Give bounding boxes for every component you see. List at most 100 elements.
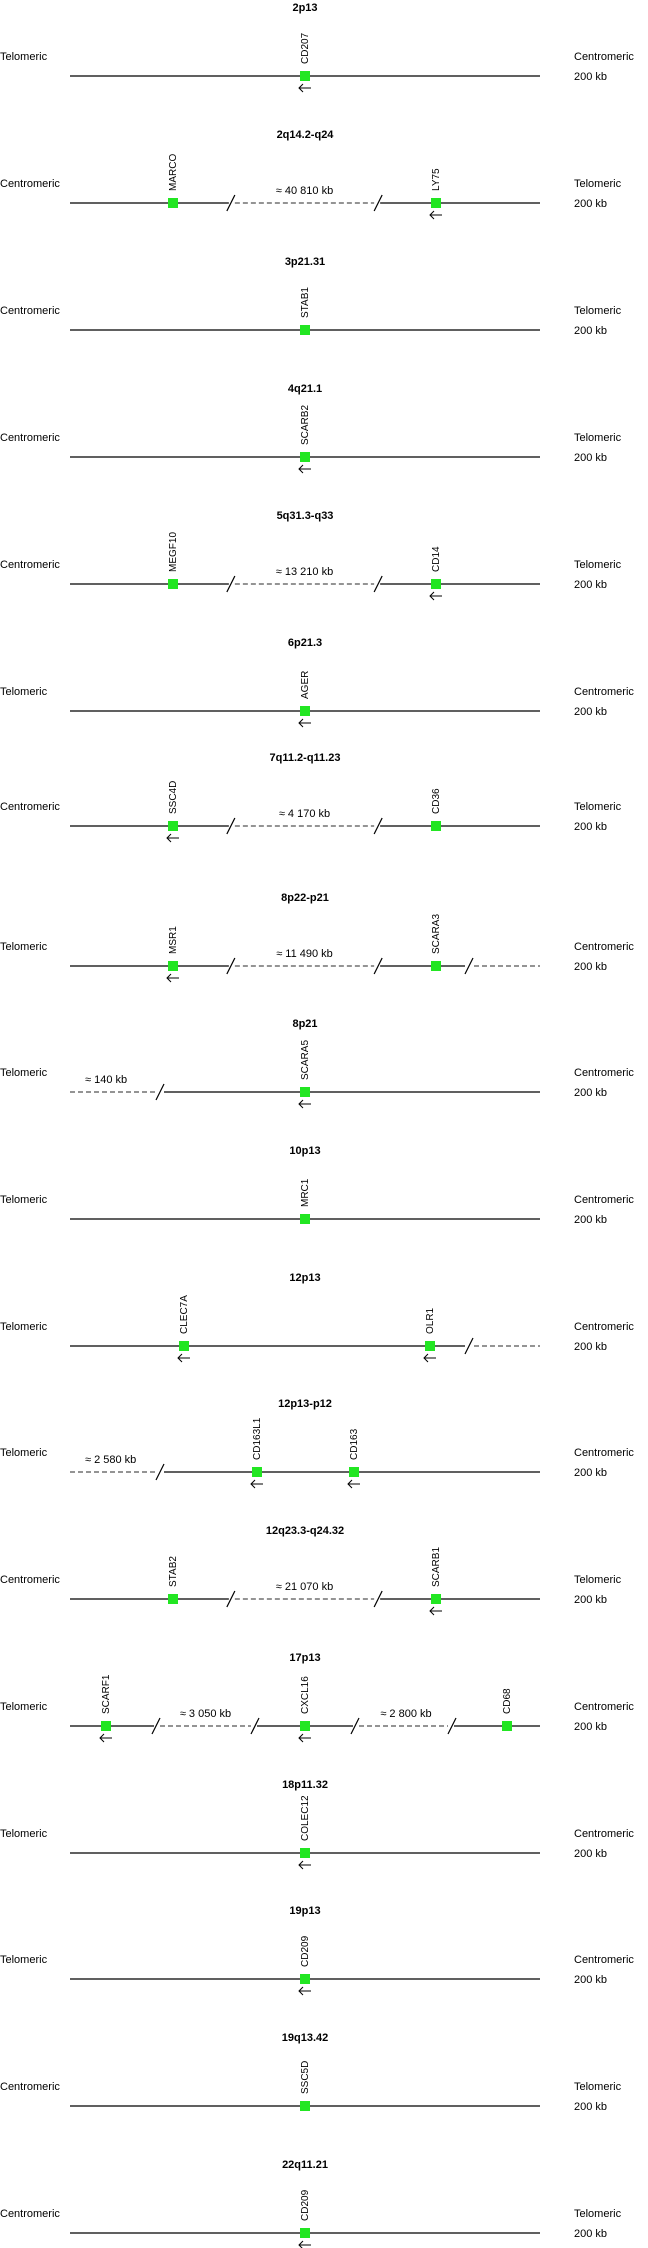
gene-marker <box>431 198 441 208</box>
gene-marker <box>168 821 178 831</box>
scale-label: 200 kb <box>574 1594 607 1606</box>
gene-label: CD163L1 <box>252 1417 263 1460</box>
locus-title: 12q23.3-q24.32 <box>266 1525 344 1537</box>
gene-label: CLEC7A <box>179 1295 190 1334</box>
gene-label: CXCL16 <box>300 1676 311 1714</box>
left-orientation-label: Centromeric <box>0 432 60 444</box>
strand-arrow-icon <box>347 1479 360 1489</box>
right-orientation-label: Centromeric <box>574 1447 634 1459</box>
gene-marker <box>300 2101 310 2111</box>
gene-marker <box>425 1341 435 1351</box>
gene-marker <box>502 1721 512 1731</box>
gene-marker <box>300 1848 310 1858</box>
gap-distance-label: ≈ 21 070 kb <box>276 1581 333 1593</box>
strand-arrow-icon <box>429 591 442 601</box>
gene-marker <box>300 1721 310 1731</box>
gene-label: SCARB1 <box>431 1547 442 1587</box>
break-mark <box>226 817 236 835</box>
break-mark <box>226 194 236 212</box>
left-orientation-label: Telomeric <box>0 51 48 63</box>
locus-title: 18p11.32 <box>282 1779 328 1791</box>
strand-arrow-icon <box>298 1986 311 1996</box>
gene-label: LY75 <box>431 168 442 191</box>
left-orientation-label: Centromeric <box>0 1574 60 1586</box>
gap-distance-label: ≈ 3 050 kb <box>180 1708 231 1720</box>
gene-marker <box>179 1341 189 1351</box>
scale-label: 200 kb <box>574 325 607 337</box>
strand-arrow-icon <box>298 718 311 728</box>
gene-marker <box>168 961 178 971</box>
gap-distance-label: ≈ 11 490 kb <box>276 948 333 960</box>
left-orientation-label: Centromeric <box>0 305 60 317</box>
gene-marker <box>300 325 310 335</box>
gene-label: MEGF10 <box>168 532 179 572</box>
break-mark <box>373 957 383 975</box>
gene-marker <box>349 1467 359 1477</box>
scale-label: 200 kb <box>574 1974 607 1986</box>
gene-label: CD209 <box>300 1935 311 1967</box>
locus-title: 4q21.1 <box>288 383 322 395</box>
locus-title: 5q31.3-q33 <box>277 510 334 522</box>
left-orientation-label: Telomeric <box>0 1954 48 1966</box>
gene-marker <box>168 1594 178 1604</box>
scale-label: 200 kb <box>574 1087 607 1099</box>
locus-title: 6p21.3 <box>288 637 322 649</box>
locus-title: 7q11.2-q11.23 <box>270 752 341 764</box>
gene-label: MSR1 <box>168 926 179 954</box>
locus-title: 12p13 <box>289 1272 320 1284</box>
left-orientation-label: Telomeric <box>0 1447 48 1459</box>
gene-marker <box>300 1087 310 1097</box>
left-orientation-label: Telomeric <box>0 1701 48 1713</box>
left-orientation-label: Telomeric <box>0 941 48 953</box>
right-orientation-label: Centromeric <box>574 1194 634 1206</box>
strand-arrow-icon <box>298 2240 311 2248</box>
gene-label: MRC1 <box>300 1178 311 1207</box>
locus-title: 22q11.21 <box>282 2159 328 2171</box>
right-orientation-label: Centromeric <box>574 941 634 953</box>
locus-title: 19p13 <box>289 1905 320 1917</box>
gene-label: OLR1 <box>425 1307 436 1334</box>
strand-arrow-icon <box>99 1733 112 1743</box>
gene-label: AGER <box>300 671 311 699</box>
scale-label: 200 kb <box>574 821 607 833</box>
strand-arrow-icon <box>298 464 311 474</box>
gene-marker <box>300 452 310 462</box>
break-mark <box>373 575 383 593</box>
gene-marker <box>168 198 178 208</box>
gene-marker <box>431 579 441 589</box>
break-mark <box>250 1717 260 1735</box>
locus-title: 3p21.31 <box>285 256 325 268</box>
scale-label: 200 kb <box>574 1467 607 1479</box>
scale-label: 200 kb <box>574 1721 607 1733</box>
gene-label: SSC4D <box>168 781 179 814</box>
gap-distance-label: ≈ 140 kb <box>85 1074 127 1086</box>
scale-label: 200 kb <box>574 2101 607 2113</box>
gene-label: CD68 <box>502 1688 513 1714</box>
right-orientation-label: Centromeric <box>574 1701 634 1713</box>
right-orientation-label: Telomeric <box>574 801 622 813</box>
strand-arrow-icon <box>429 1606 442 1616</box>
left-orientation-label: Centromeric <box>0 801 60 813</box>
left-orientation-label: Centromeric <box>0 559 60 571</box>
gene-label: STAB1 <box>300 287 311 318</box>
gene-marker <box>431 1594 441 1604</box>
strand-arrow-icon <box>298 1099 311 1109</box>
right-orientation-label: Centromeric <box>574 1321 634 1333</box>
gene-marker <box>300 1214 310 1224</box>
gene-marker <box>431 821 441 831</box>
right-orientation-label: Telomeric <box>574 2081 622 2093</box>
gene-marker <box>300 1974 310 1984</box>
gene-label: SCARA3 <box>431 914 442 954</box>
gene-marker <box>300 71 310 81</box>
scale-label: 200 kb <box>574 71 607 83</box>
